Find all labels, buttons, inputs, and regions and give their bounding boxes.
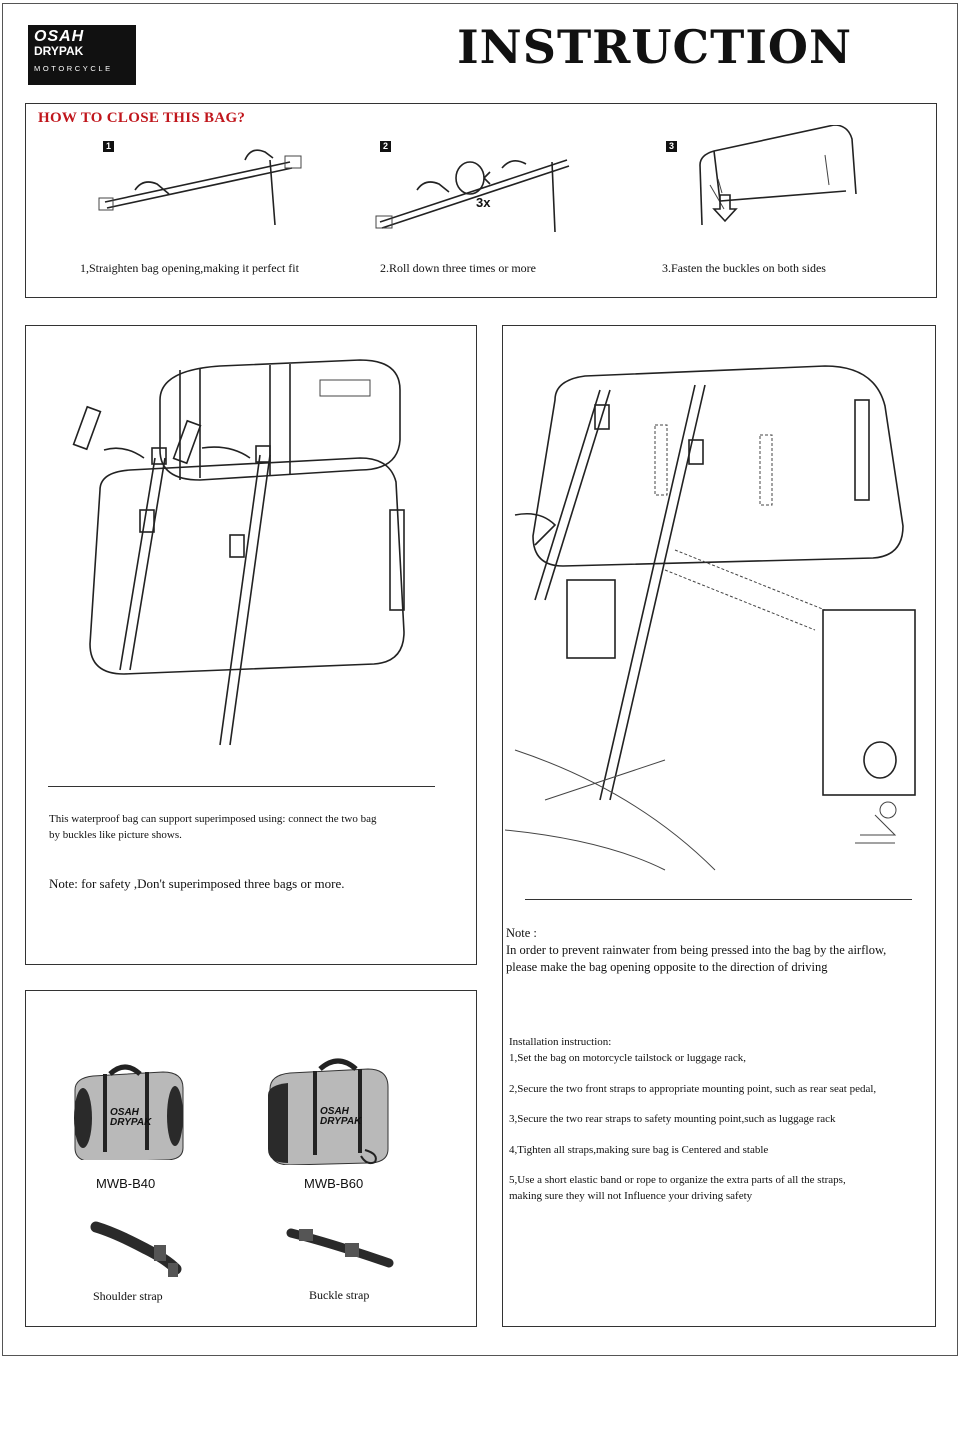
page-frame	[2, 3, 958, 1356]
